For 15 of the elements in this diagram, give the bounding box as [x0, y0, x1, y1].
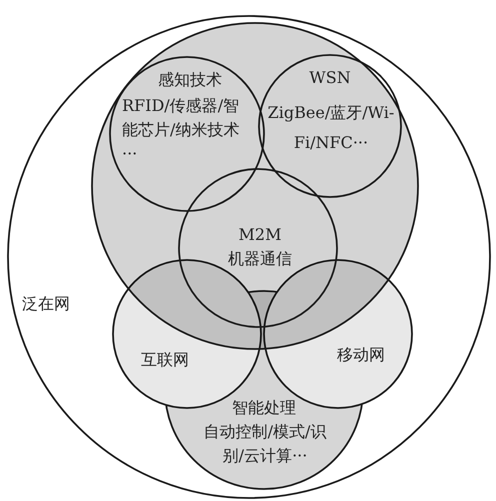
circle-title: 移动网	[336, 344, 386, 366]
venn-circle	[258, 54, 402, 198]
circle-title: WSN	[308, 67, 352, 89]
circle-title: 互联网	[140, 349, 190, 371]
venn-circle	[7, 15, 491, 499]
circle-title: 泛在网	[22, 293, 71, 315]
circle-text: ZigBee/蓝牙/Wi-Fi/NFC···	[266, 102, 396, 154]
circle-title: M2M	[238, 224, 282, 246]
circle-title: 感知技术	[157, 69, 223, 91]
circle-text: 自动控制/模式/识别/云计算···	[202, 421, 328, 467]
venn-circle	[178, 168, 338, 328]
circle-title: 智能处理	[231, 397, 297, 419]
circle-text: 机器通信	[227, 248, 293, 270]
venn-circle	[109, 56, 265, 212]
circle-text: RFID/传感器/智能芯片/纳米技术···	[122, 95, 240, 165]
